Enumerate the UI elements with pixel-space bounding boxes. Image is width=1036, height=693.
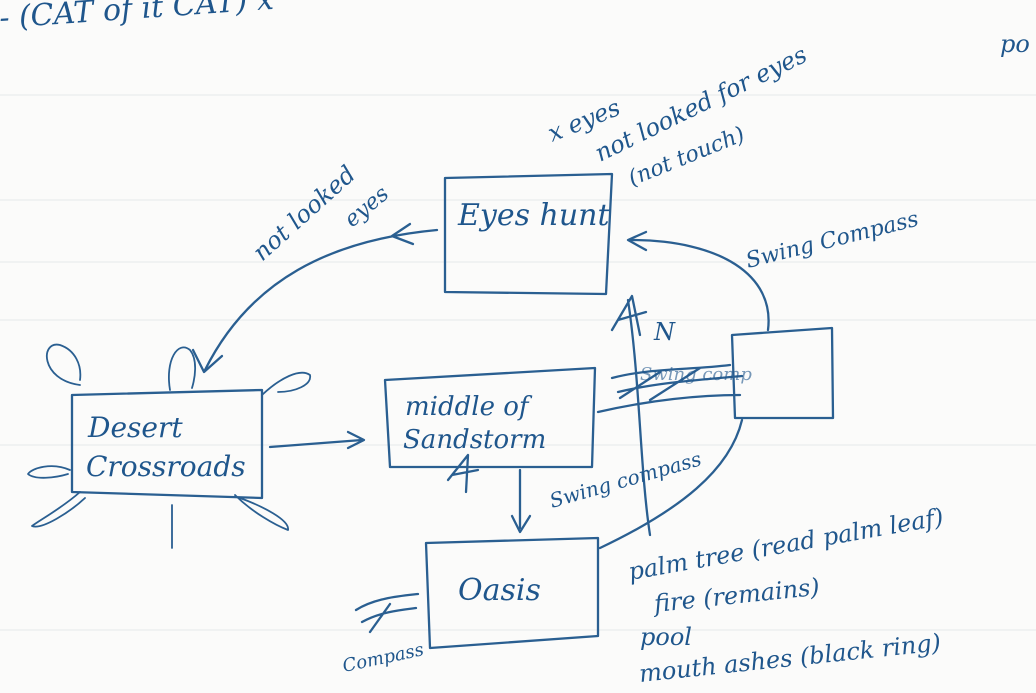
compass-scribble xyxy=(354,592,420,634)
arrowhead-eyeshunt-left xyxy=(390,222,415,246)
swing-compass-mid-text: Swing compass xyxy=(547,447,704,513)
arrow-oasis-to-rightbox xyxy=(598,418,744,550)
crossed-out-label xyxy=(610,363,744,402)
oasis-note-1: palm tree (read palm leaf) xyxy=(626,503,945,586)
arrow-sandstorm-to-rightbox xyxy=(596,393,742,414)
arrow-desert-to-sandstorm xyxy=(268,438,364,449)
arrowhead-eyeshunt-right xyxy=(626,230,648,252)
right-box xyxy=(730,326,835,420)
not-looked-eyes-annotation: not looked eyes xyxy=(247,160,394,266)
arrow-eyeshunt-to-desert xyxy=(203,228,439,372)
desert-crossroads-label-1: Desert xyxy=(87,411,183,444)
arrow-oasis-to-eyeshunt xyxy=(626,298,652,537)
oasis-box xyxy=(424,536,600,650)
desert-loop-top xyxy=(168,346,197,391)
oasis-label: Oasis xyxy=(458,573,541,608)
oasis-note-2: fire (remains) xyxy=(651,573,821,618)
arrowhead-oasis-down xyxy=(510,514,532,534)
middle-sandstorm-box xyxy=(383,366,597,469)
desert-crossroads-label-2: Crossroads xyxy=(86,450,246,483)
oasis-notes: palm tree (read palm leaf) fire (remains… xyxy=(626,503,945,688)
middle-sandstorm-label-2: Sandstorm xyxy=(403,425,546,455)
desert-crossroads-box xyxy=(70,388,264,500)
arrowhead-sandstorm xyxy=(346,430,366,450)
desert-loop-left xyxy=(27,465,71,479)
eyes-hunt-box xyxy=(443,172,614,296)
scribble-near-n xyxy=(610,294,648,337)
desert-loop-bottom-right xyxy=(234,494,289,531)
arrowhead-desert-top xyxy=(191,348,224,374)
n-label: N xyxy=(653,318,676,346)
oasis-note-3: pool xyxy=(640,623,692,651)
compass-bottom-label: Compass xyxy=(341,639,426,677)
middle-sandstorm-label-1: middle of xyxy=(405,392,533,422)
desert-loop-bottom-left xyxy=(31,491,86,528)
eyes-hunt-label: Eyes hunt xyxy=(457,198,610,233)
swing-compass-top-text: Swing Compass xyxy=(743,207,921,274)
desert-loop-top-right xyxy=(261,371,311,396)
scribble-left-of-arrow xyxy=(446,453,480,494)
crossed-out-text: Swing comp xyxy=(640,364,752,385)
paper-lines xyxy=(0,94,1036,631)
desert-loop-top-left xyxy=(46,343,82,386)
corner-fragment-text: po xyxy=(1000,30,1030,58)
arrow-rightbox-to-eyeshunt xyxy=(628,238,770,332)
top-fragment-text: - (CAT of it CAT) x xyxy=(0,0,275,36)
